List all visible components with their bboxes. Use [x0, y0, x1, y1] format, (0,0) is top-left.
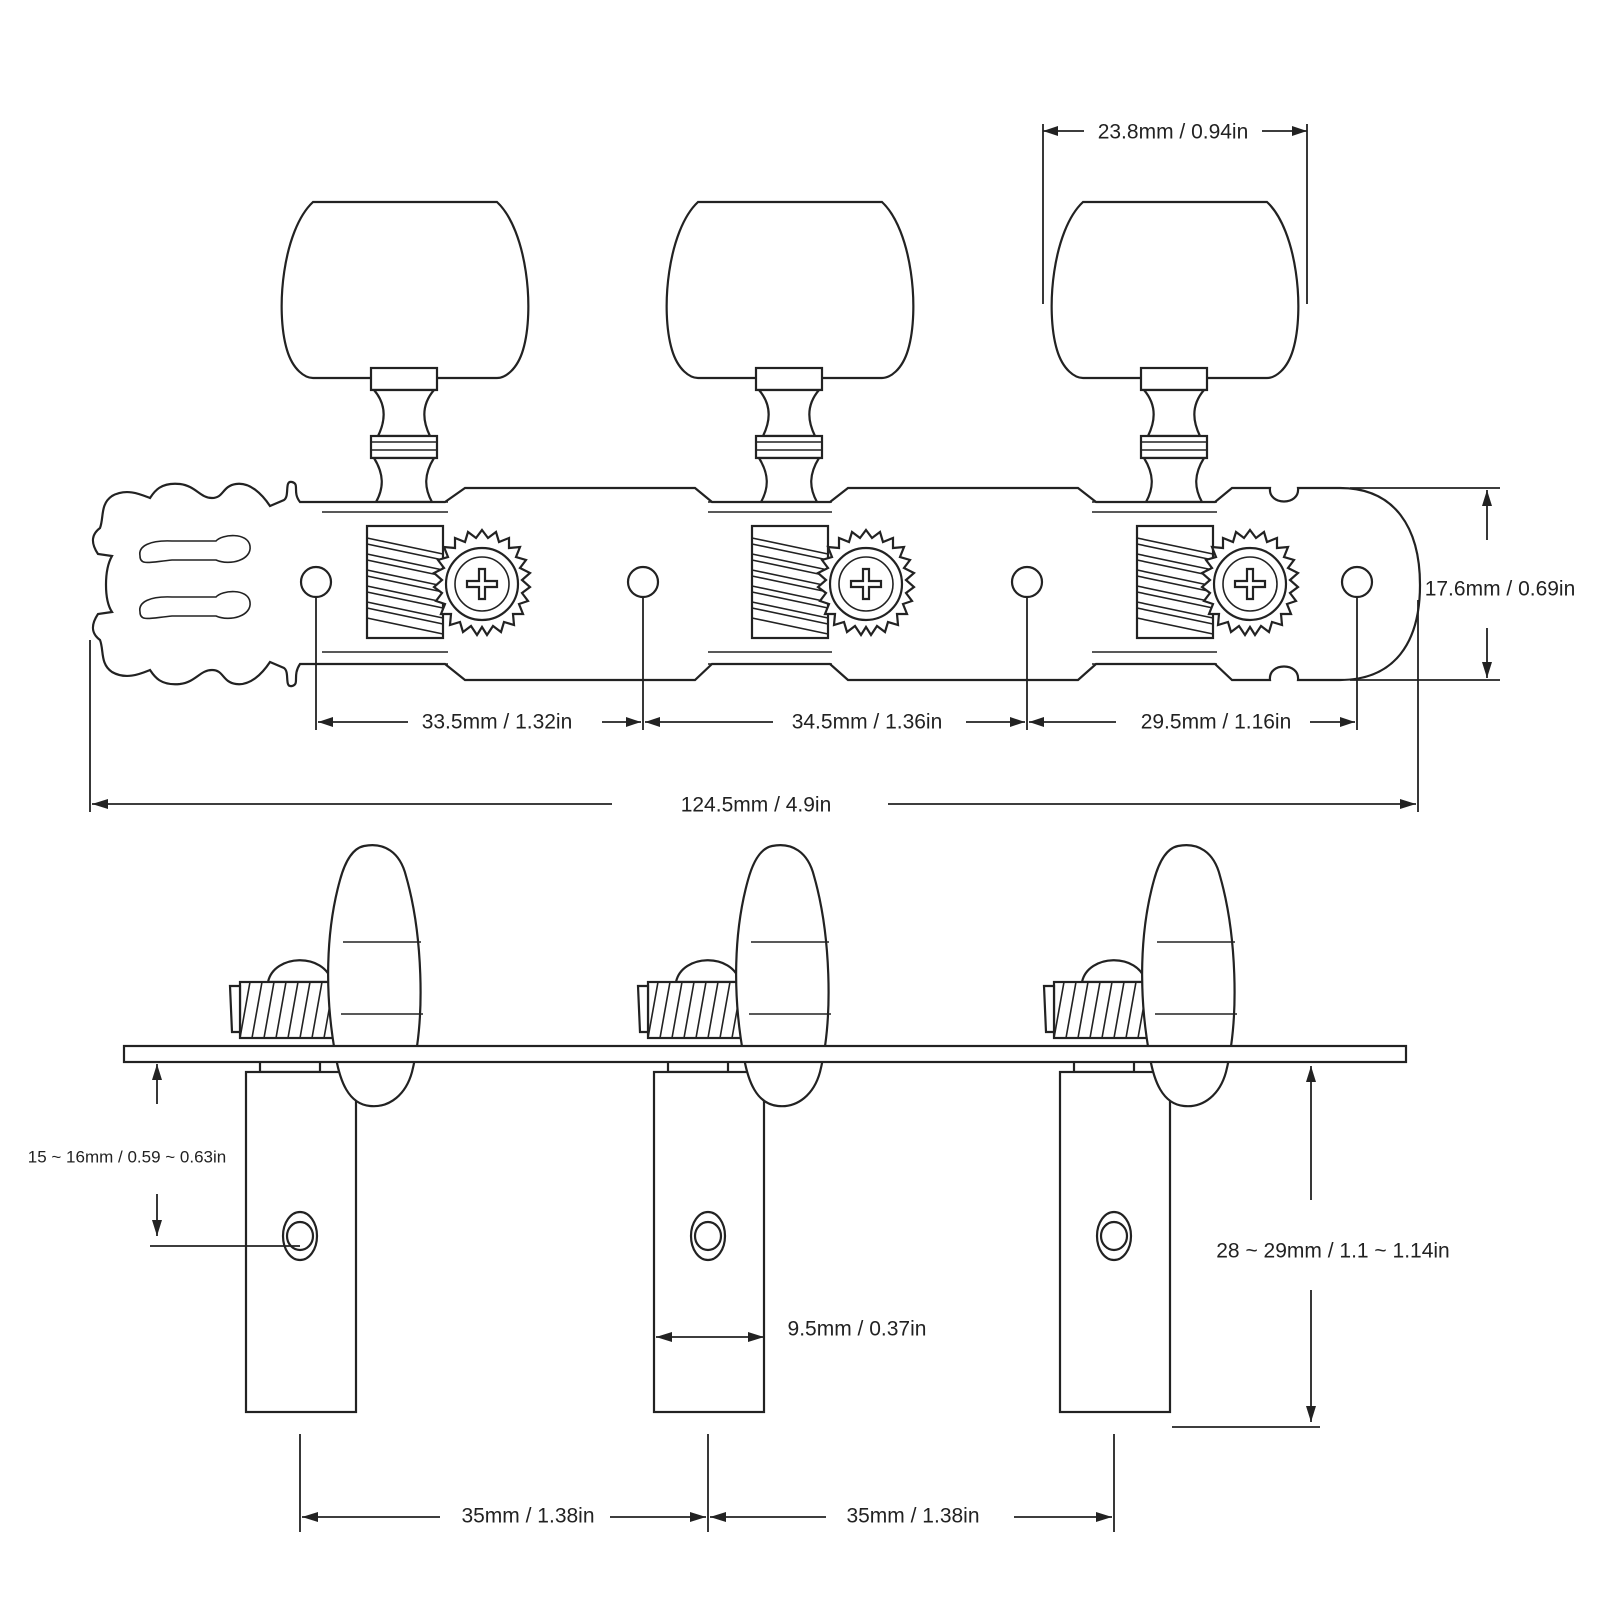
tuner-knob-1 — [280, 200, 530, 380]
hole-spacing-dimensions: 33.5mm / 1.32in 34.5mm / 1.36in 29.5mm /… — [315, 598, 1358, 734]
post-length-label: 28 ~ 29mm / 1.1 ~ 1.14in — [1216, 1240, 1449, 1263]
tuner-knob-2 — [665, 200, 915, 380]
post-spacing-label-1: 35mm / 1.38in — [461, 1505, 594, 1528]
hole-spacing-label-1: 33.5mm / 1.32in — [422, 711, 573, 734]
knob-width-dimension: 23.8mm / 0.94in — [1042, 121, 1308, 304]
total-length-dimension: 124.5mm / 4.9in — [89, 600, 1419, 817]
hole-spacing-label-2: 34.5mm / 1.36in — [792, 711, 943, 734]
tuner-knob-3 — [1050, 200, 1300, 380]
knob-width-label: 23.8mm / 0.94in — [1098, 121, 1249, 144]
tuner-neck-2 — [754, 366, 824, 504]
side-tuner-3 — [1044, 845, 1237, 1412]
tuner-neck-3 — [1139, 366, 1209, 504]
post-width-dimension: 9.5mm / 0.37in — [656, 1318, 926, 1342]
post-spacing-dimensions: 35mm / 1.38in 35mm / 1.38in — [299, 1434, 1115, 1532]
plate-height-label: 17.6mm / 0.69in — [1425, 578, 1576, 601]
side-tuner-1 — [230, 845, 423, 1412]
side-plate — [122, 1044, 1408, 1064]
top-view: 23.8mm / 0.94in 17.6mm / 0.69in 33.5mm /… — [89, 121, 1576, 817]
hole-offset-dimension: 15 ~ 16mm / 0.59 ~ 0.63in — [28, 1064, 300, 1247]
side-view: 15 ~ 16mm / 0.59 ~ 0.63in 9.5mm / 0.37in… — [28, 845, 1450, 1532]
post-width-label: 9.5mm / 0.37in — [788, 1318, 927, 1341]
total-length-label: 124.5mm / 4.9in — [681, 794, 832, 817]
hole-spacing-label-3: 29.5mm / 1.16in — [1141, 711, 1292, 734]
hole-offset-label: 15 ~ 16mm / 0.59 ~ 0.63in — [28, 1147, 226, 1166]
post-length-dimension: 28 ~ 29mm / 1.1 ~ 1.14in — [1172, 1066, 1450, 1428]
tuner-neck-1 — [369, 366, 439, 504]
worm-gear-1 — [365, 524, 445, 640]
worm-gear-2 — [750, 524, 830, 640]
mounting-holes — [299, 565, 1374, 599]
plate-height-dimension: 17.6mm / 0.69in — [1350, 487, 1576, 681]
post-spacing-label-2: 35mm / 1.38in — [846, 1505, 979, 1528]
worm-gear-3 — [1135, 524, 1215, 640]
